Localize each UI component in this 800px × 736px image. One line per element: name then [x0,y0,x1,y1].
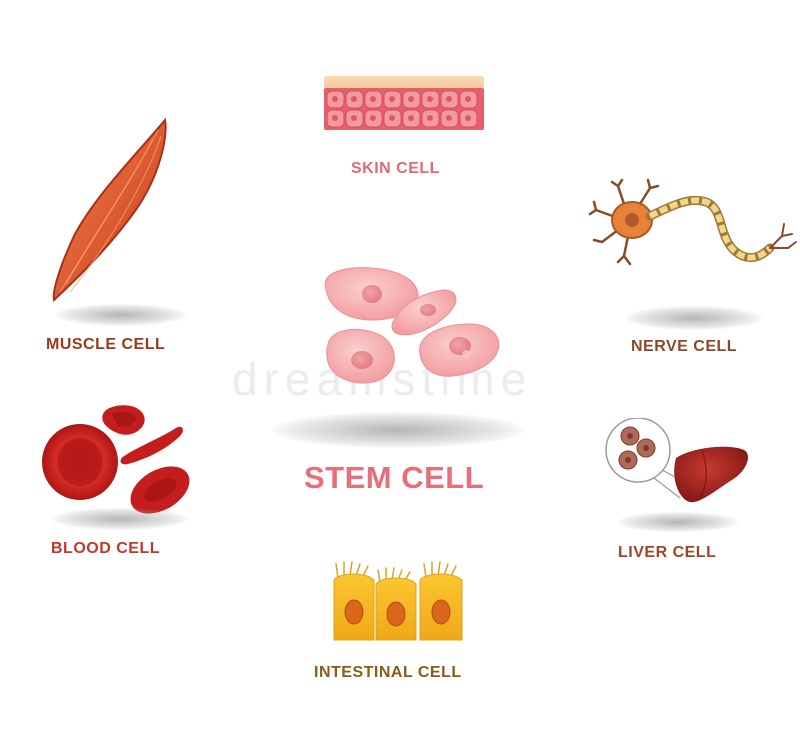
nerve-cell-shadow [626,306,762,330]
stem-cell-label: STEM CELL [304,460,485,495]
skin-cell-label: SKIN CELL [351,160,440,177]
nerve-cell-illustration [588,178,797,266]
skin-cell-illustration [324,76,484,130]
blood-cell-illustration [42,405,190,514]
liver-cell-shadow [618,512,738,532]
intestinal-cell-illustration [333,561,463,641]
muscle-cell-illustration [52,117,167,302]
liver-cell-illustration [605,418,748,503]
intestinal-cell-label: INTESTINAL CELL [314,664,462,681]
stem-cell-illustration [324,267,500,384]
muscle-cell-shadow [56,304,186,326]
stem-cell-shadow [272,412,524,448]
muscle-cell-label: MUSCLE CELL [46,336,166,353]
blood-cell-shadow [52,508,188,530]
liver-cell-label: LIVER CELL [618,544,717,561]
blood-cell-label: BLOOD CELL [51,540,160,557]
nerve-cell-label: NERVE CELL [631,338,738,355]
